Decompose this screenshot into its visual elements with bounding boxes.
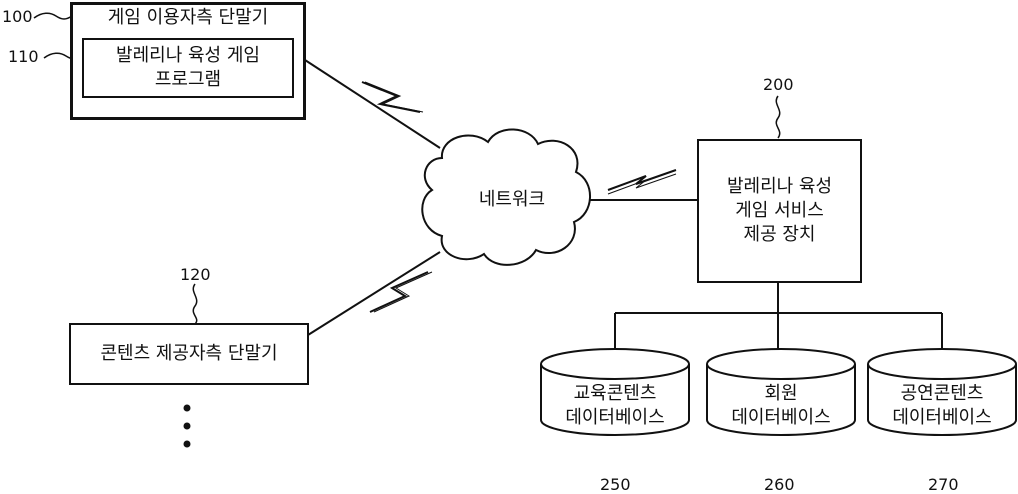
wireless-icon	[608, 170, 676, 190]
ref-leader-120	[193, 284, 196, 324]
education-db-line2: 데이터베이스	[565, 406, 664, 430]
ref-leader-100	[34, 13, 72, 19]
database-cylinder-top	[541, 349, 689, 379]
provider-terminal-box: 콘텐츠 제공자측 단말기	[69, 323, 309, 385]
ref-120: 120	[180, 266, 211, 284]
ref-260: 260	[764, 476, 795, 494]
ref-270: 270	[928, 476, 959, 494]
ref-leader-200	[776, 96, 779, 138]
user-terminal-network-link	[305, 60, 440, 148]
member-db-line2: 데이터베이스	[731, 406, 830, 430]
database-cylinder-top	[707, 349, 855, 379]
game-program-line1: 발레리나 육성 게임	[116, 44, 260, 68]
server-db-bus	[615, 282, 942, 352]
database-cylinder-top	[868, 349, 1016, 379]
wireless-icon	[362, 82, 420, 112]
provider-terminal-network-link	[308, 252, 440, 335]
ellipsis-dot	[184, 423, 191, 430]
ref-250: 250	[600, 476, 631, 494]
network-label: 네트워크	[452, 188, 572, 212]
performance-db-line1: 공연콘텐츠	[901, 382, 984, 406]
game-program-box: 발레리나 육성 게임 프로그램	[82, 38, 294, 98]
member-db-label: 회원 데이터베이스	[707, 380, 855, 432]
ellipsis-dot	[184, 405, 191, 412]
server-line1: 발레리나 육성	[727, 175, 832, 199]
game-program-line2: 프로그램	[155, 68, 221, 92]
ellipsis-dot	[184, 441, 191, 448]
ref-200: 200	[763, 76, 794, 94]
performance-db-line2: 데이터베이스	[892, 406, 991, 430]
server-box: 발레리나 육성 게임 서비스 제공 장치	[697, 139, 862, 283]
server-line2: 게임 서비스	[735, 199, 824, 223]
user-terminal-title: 게임 이용자측 단말기	[72, 6, 304, 30]
member-db-line1: 회원	[764, 382, 797, 406]
education-db-line1: 교육콘텐츠	[574, 382, 657, 406]
provider-terminal-title: 콘텐츠 제공자측 단말기	[100, 342, 277, 366]
ref-100: 100	[2, 8, 33, 26]
server-line3: 제공 장치	[744, 223, 816, 247]
performance-db-label: 공연콘텐츠 데이터베이스	[868, 380, 1016, 432]
education-db-label: 교육콘텐츠 데이터베이스	[541, 380, 689, 432]
ref-110: 110	[8, 48, 39, 66]
